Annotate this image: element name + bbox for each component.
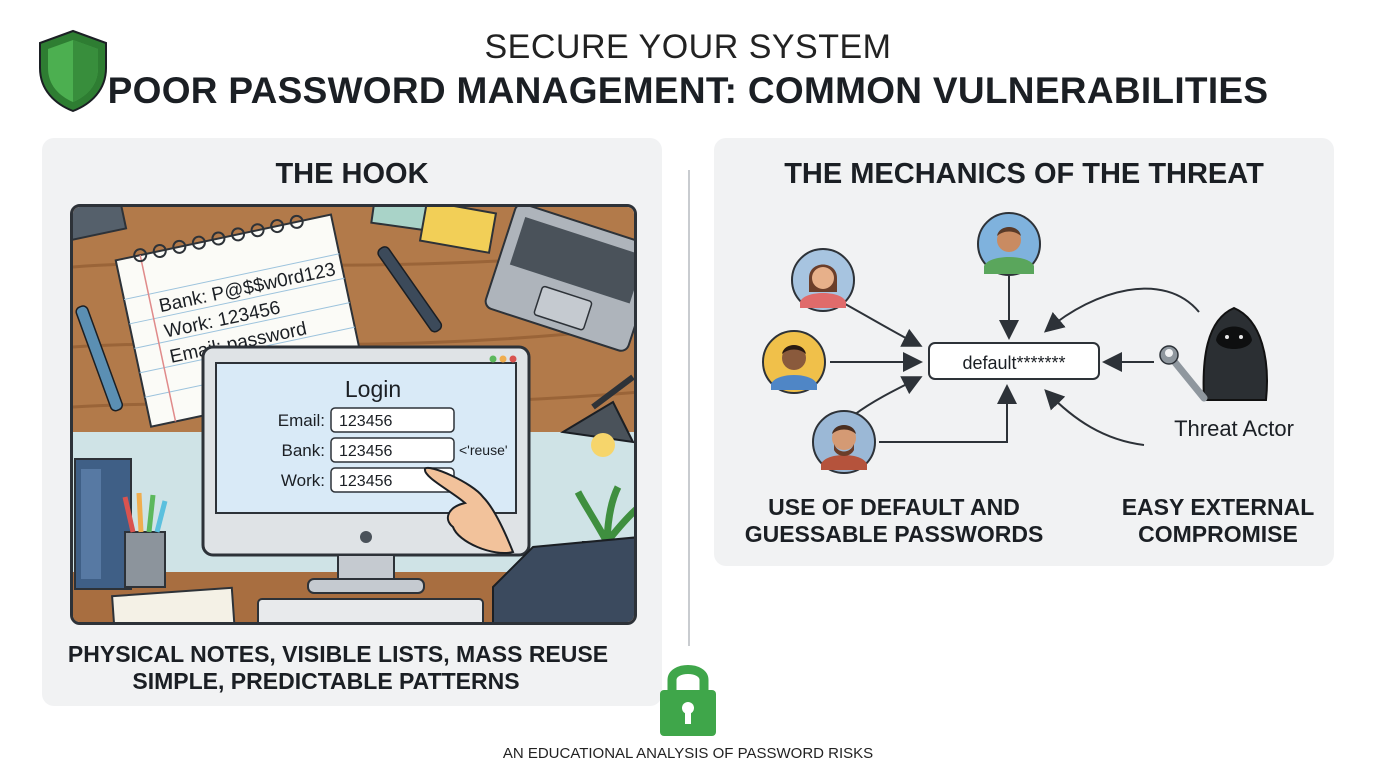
wrench-icon xyxy=(1159,345,1208,402)
header-kicker: SECURE YOUR SYSTEM xyxy=(484,28,892,66)
mechanics-caption-right-line-1: EASY EXTERNAL xyxy=(1121,494,1315,520)
login-email-label: Email: xyxy=(278,411,325,430)
password-box xyxy=(928,342,1100,380)
login-bank-input[interactable] xyxy=(330,437,455,463)
hooded-hacker-icon xyxy=(1202,306,1268,401)
desk-illustration: Bank: P@$$w0rd123 Work: 123456 Email: pa… xyxy=(70,204,637,625)
user-avatar-icon xyxy=(977,212,1041,276)
login-work-value: 123456 xyxy=(339,473,392,490)
user-avatar-icon xyxy=(812,410,876,474)
mechanics-panel-title: THE MECHANICS OF THE THREAT xyxy=(784,158,1264,190)
login-email-input[interactable] xyxy=(330,407,455,433)
login-title: Login xyxy=(345,376,401,402)
mechanics-caption-left-line-2: GUESSABLE PASSWORDS xyxy=(744,521,1044,547)
padlock-icon xyxy=(660,665,716,736)
footer-text: AN EDUCATIONAL ANALYSIS OF PASSWORD RISK… xyxy=(502,745,874,762)
mechanics-caption-right-line-2: COMPROMISE xyxy=(1138,521,1298,547)
page-title: POOR PASSWORD MANAGEMENT: COMMON VULNERA… xyxy=(107,70,1269,111)
password-box-text: default******* xyxy=(962,353,1065,373)
hook-panel-title: THE HOOK xyxy=(275,158,429,190)
threat-diagram: default******* Threat Actor xyxy=(762,212,1294,474)
user-avatar-icon xyxy=(791,248,855,312)
reuse-note: <'reuse' xyxy=(459,442,508,458)
user-avatar-icon xyxy=(762,330,826,394)
login-email-value: 123456 xyxy=(339,413,392,430)
hook-caption-line-2: SIMPLE, PREDICTABLE PATTERNS xyxy=(132,668,520,694)
hook-caption-line-1: PHYSICAL NOTES, VISIBLE LISTS, MASS REUS… xyxy=(67,641,609,667)
shield-icon xyxy=(39,29,107,113)
threat-actor-label: Threat Actor xyxy=(1174,416,1294,441)
login-bank-label: Bank: xyxy=(282,441,325,460)
login-bank-value: 123456 xyxy=(339,443,392,460)
mechanics-caption-left-line-1: USE OF DEFAULT AND xyxy=(768,494,1020,520)
login-work-label: Work: xyxy=(281,471,325,490)
panel-divider xyxy=(688,170,690,646)
